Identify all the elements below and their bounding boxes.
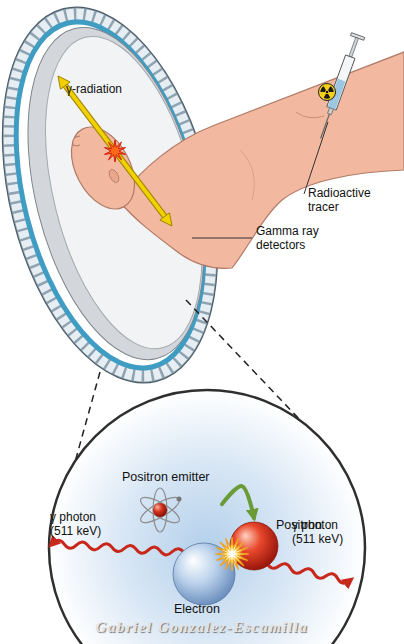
photon-label: γ photon (511 keV) <box>292 518 354 546</box>
patient-arm <box>118 52 404 268</box>
syringe-plunger <box>349 37 359 57</box>
gamma-arrow-shaft <box>65 86 164 217</box>
node-label: Electron <box>174 602 220 617</box>
atom-symbol: Positron emitter <box>122 470 222 532</box>
syringe-tip <box>328 108 334 115</box>
zoom-inset <box>49 390 365 644</box>
gamma-arrow-outline <box>65 86 164 217</box>
atom-orbit <box>137 493 182 527</box>
photon-label: γ photon (511 keV) <box>50 510 112 538</box>
atom-nucleus <box>153 503 167 517</box>
leader-line <box>304 122 328 194</box>
watermark: Gabriel Gonzalez-Escamilla <box>70 620 334 634</box>
patient-nose <box>73 136 80 146</box>
radiation-symbol <box>319 84 336 101</box>
atom-orbit <box>153 488 167 532</box>
patient-ear <box>107 168 121 184</box>
leader-line <box>192 238 252 239</box>
syringe <box>314 33 365 141</box>
syringe-needle <box>321 114 330 138</box>
annihilation-burst <box>215 537 249 571</box>
patient-body <box>59 52 404 268</box>
tracer-label: Radioactive tracer <box>308 186 380 214</box>
skin-crease <box>240 150 254 200</box>
trefoil-blade <box>320 86 326 92</box>
annihilation-burst-star <box>215 537 249 571</box>
emission-burst-star <box>105 140 126 162</box>
skin-crease <box>296 112 324 118</box>
radiation-trefoil <box>320 86 333 98</box>
radiation-label: γ-radiation <box>66 82 146 96</box>
annihilation-burst-core <box>224 546 240 562</box>
transition-arrow <box>222 486 254 518</box>
positron-ball <box>230 522 278 570</box>
orbit-electron <box>177 497 182 502</box>
connector-group <box>222 486 254 518</box>
trefoil-blade <box>324 94 331 99</box>
gamma-arrowhead <box>160 213 172 226</box>
emission-burst <box>105 140 126 162</box>
atom-orbit <box>137 493 182 527</box>
syringe-barrel <box>327 55 355 110</box>
detector-label: Gamma ray detectors <box>256 224 328 252</box>
trefoil-center <box>326 91 329 94</box>
node-label: Positron emitter <box>122 470 210 485</box>
gamma-arrow <box>58 76 172 226</box>
trefoil-blade <box>328 86 334 92</box>
